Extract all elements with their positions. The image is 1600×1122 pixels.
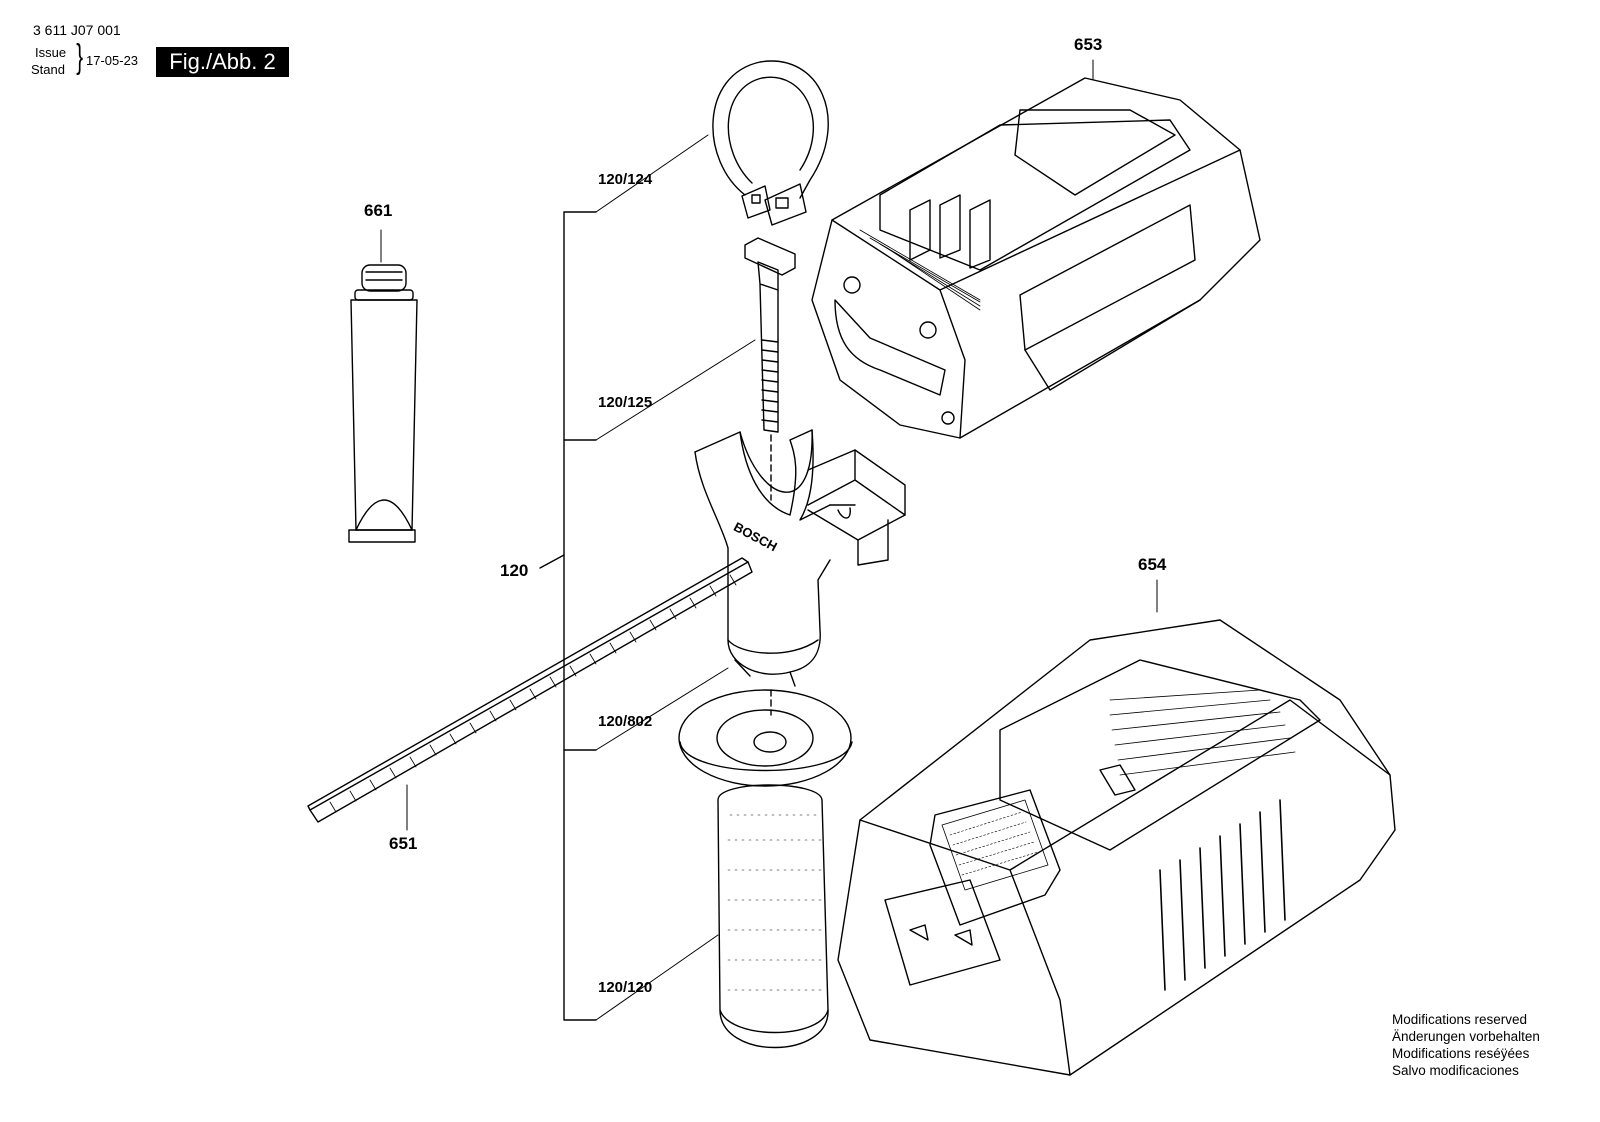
stand-label: Stand <box>31 62 65 77</box>
part-label-654: 654 <box>1138 555 1167 574</box>
charger-654 <box>837 619 1396 1076</box>
part-label-120-124: 120/124 <box>598 171 653 188</box>
t-bolt-120-125 <box>744 237 796 501</box>
note-de: Änderungen vorbehalten <box>1392 1029 1540 1044</box>
part-label-651: 651 <box>389 834 417 853</box>
part-label-653: 653 <box>1074 35 1102 54</box>
part-label-661: 661 <box>364 201 392 220</box>
part-label-120-120: 120/120 <box>598 979 652 996</box>
battery-pack-653 <box>811 77 1261 439</box>
modification-notes: Modifications reserved Änderungen vorbeh… <box>1392 1011 1540 1079</box>
grease-tube-661 <box>348 264 418 543</box>
part-label-120: 120 <box>500 561 528 580</box>
leader-lines <box>380 59 1158 1021</box>
part-label-120-802: 120/802 <box>598 713 652 730</box>
part-label-120-125: 120/125 <box>598 394 652 411</box>
note-en: Modifications reserved <box>1392 1012 1528 1027</box>
side-handle-120 <box>307 429 906 823</box>
figure-badge: Fig./Abb. 2 <box>156 47 289 77</box>
assembly-bracket-120 <box>539 211 597 1021</box>
document-number: 3 611 J07 001 <box>33 22 121 38</box>
clamp-band-120-124 <box>712 60 829 226</box>
grip-and-disc-120-802-120-120 <box>678 689 853 1049</box>
handle-brand-mark: BOSCH <box>731 519 779 554</box>
note-es: Salvo modificaciones <box>1392 1063 1519 1078</box>
brace-mark: } <box>76 38 84 76</box>
note-fr: Modifications reséÿées <box>1392 1046 1530 1061</box>
issue-date: 17-05-23 <box>86 53 139 68</box>
issue-label: Issue <box>35 45 67 60</box>
